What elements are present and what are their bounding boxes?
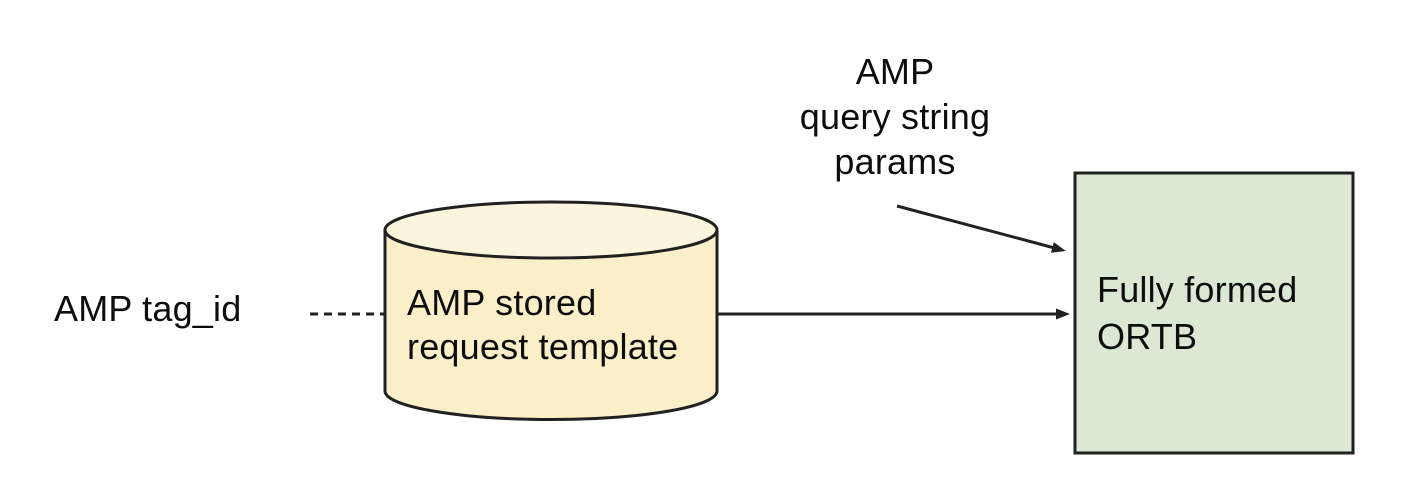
label-fully-formed-ortb: Fully formed ORTB — [1097, 269, 1298, 357]
node-stored-request-template-cylinder — [383, 200, 719, 421]
label-stored-request-template: AMP stored request template — [407, 282, 679, 367]
edge-params-to-ortb-arrow — [896, 204, 1066, 253]
label-query-string-params: AMP query string params — [799, 51, 991, 182]
node-fully-formed-ortb-box — [1073, 171, 1355, 455]
cylinder-body — [383, 228, 719, 421]
label-amp-tag-id: AMP tag_id — [54, 288, 242, 329]
cylinder-top — [383, 200, 719, 260]
